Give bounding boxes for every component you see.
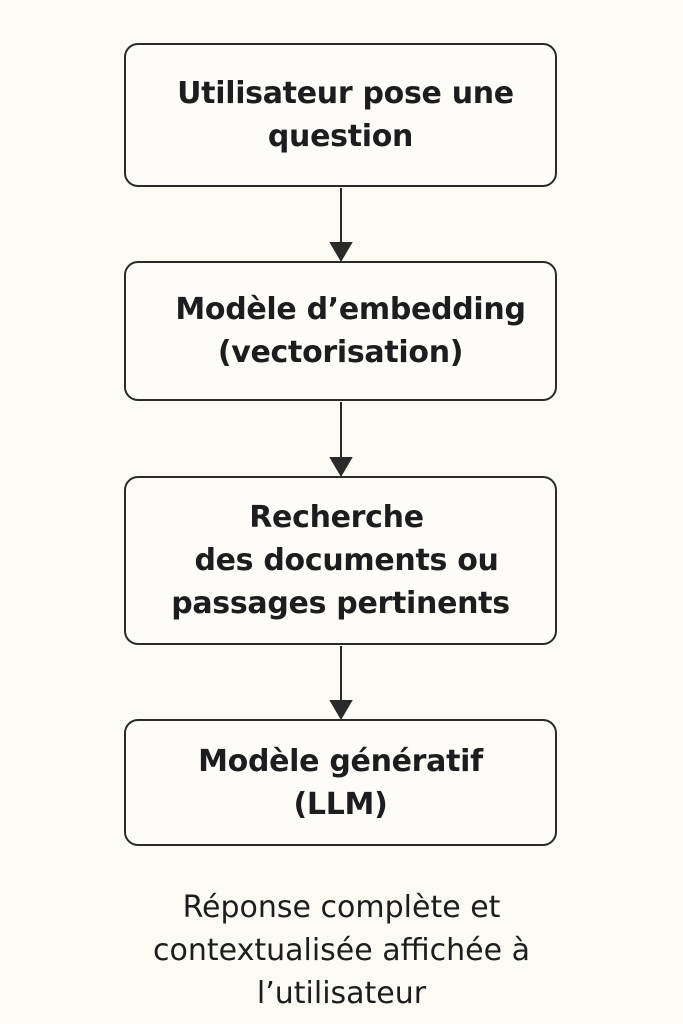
result-line: l’utilisateur bbox=[256, 976, 427, 1011]
step-box-document-search: Recherche des documents ou passages pert… bbox=[124, 476, 557, 645]
step-label-line: passages pertinents bbox=[171, 586, 510, 621]
arrow-head-icon bbox=[329, 700, 353, 720]
arrow-head-icon bbox=[329, 457, 353, 477]
step-box-embedding-model: Modèle d’embedding (vectorisation) bbox=[124, 261, 557, 401]
result-line: Réponse complète et bbox=[182, 890, 501, 925]
step-label-line: (LLM) bbox=[293, 786, 388, 822]
step-box-user-question: Utilisateur pose une question bbox=[124, 43, 557, 187]
final-answer-text: Réponse complète et contextualisée affic… bbox=[0, 886, 683, 1015]
step-label-line: question bbox=[267, 119, 414, 154]
step-label-line: (vectorisation) bbox=[217, 335, 464, 370]
step-label-line: Recherche bbox=[249, 500, 424, 535]
arrow-head-icon bbox=[329, 242, 353, 262]
step-label-line: Utilisateur pose une bbox=[177, 76, 514, 111]
step-label-line: Modèle d’embedding bbox=[175, 292, 526, 327]
step-label-line: des documents ou bbox=[194, 543, 499, 578]
step-label-line: Modèle génératif bbox=[198, 743, 483, 779]
step-box-generative-model: Modèle génératif (LLM) bbox=[124, 719, 557, 846]
result-line: contextualisée affichée à bbox=[153, 933, 530, 968]
